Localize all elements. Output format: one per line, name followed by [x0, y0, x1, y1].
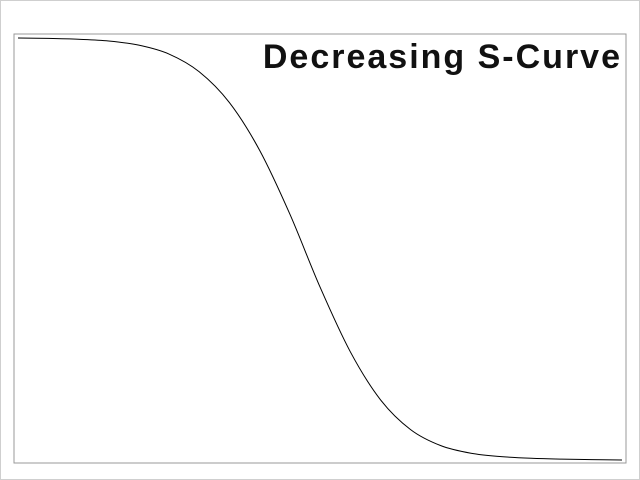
series-line	[17, 37, 623, 461]
chart-title: Decreasing S-Curve	[263, 38, 622, 76]
plot-frame	[13, 33, 627, 464]
